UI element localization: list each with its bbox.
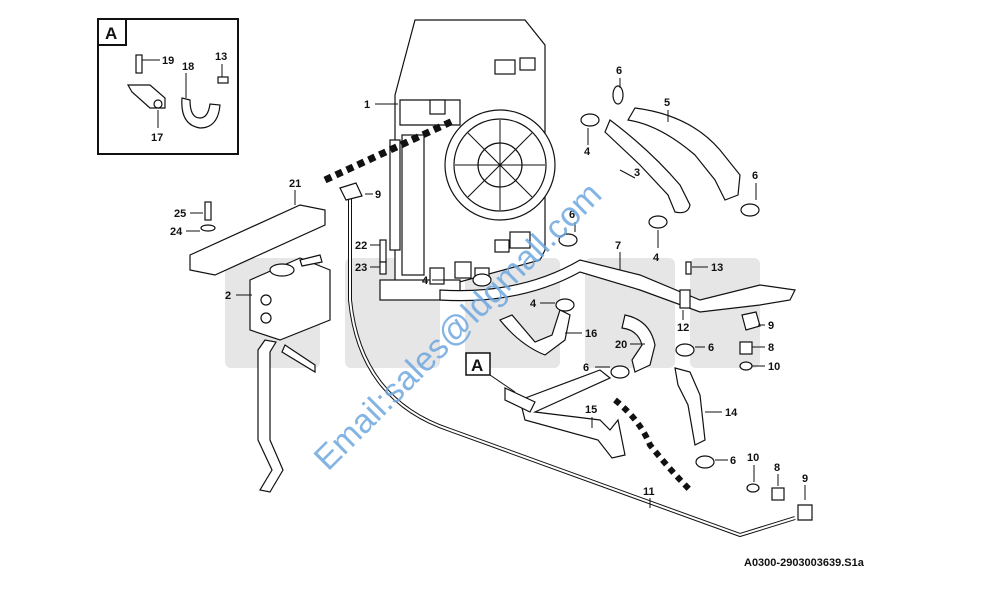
label-22: 22 bbox=[355, 240, 367, 252]
nut-17 bbox=[153, 99, 163, 109]
label-24: 24 bbox=[170, 226, 183, 238]
label-8-lower: 8 bbox=[774, 462, 780, 474]
label-6-bottom: 6 bbox=[730, 455, 736, 467]
label-8-upper: 8 bbox=[768, 342, 774, 354]
label-12: 12 bbox=[677, 322, 689, 334]
label-10-upper: 10 bbox=[768, 361, 780, 373]
expansion-tank-group bbox=[189, 201, 387, 493]
label-13-inset: 13 bbox=[215, 51, 227, 63]
hose-3 bbox=[604, 119, 691, 214]
label-25: 25 bbox=[174, 208, 186, 220]
label-11: 11 bbox=[643, 486, 655, 498]
label-3: 3 bbox=[634, 167, 640, 179]
label-10-lower: 10 bbox=[747, 452, 759, 464]
inset-label: A bbox=[105, 24, 117, 43]
label-7: 7 bbox=[615, 240, 621, 252]
label-5: 5 bbox=[664, 97, 670, 109]
label-13: 13 bbox=[711, 262, 723, 274]
label-9-top: 9 bbox=[375, 189, 381, 201]
callout-a-label: A bbox=[471, 356, 483, 375]
fitting-9-top bbox=[339, 182, 363, 201]
hose-16 bbox=[499, 309, 571, 356]
bracket-a bbox=[504, 387, 536, 413]
fittings-right bbox=[685, 261, 813, 521]
pipe-15 bbox=[519, 369, 626, 459]
washer-24 bbox=[200, 224, 216, 232]
cooler-assembly bbox=[379, 19, 556, 301]
hose-5 bbox=[627, 107, 741, 201]
leader-lines bbox=[186, 78, 806, 508]
label-21: 21 bbox=[289, 178, 301, 190]
bracket-21 bbox=[189, 204, 326, 276]
label-17: 17 bbox=[151, 132, 163, 144]
hose-20 bbox=[621, 314, 656, 373]
callout-labels: 1 2 3 4 4 4 4 5 6 6 6 6 6 6 7 8 8 9 9 9 … bbox=[170, 65, 808, 498]
label-1: 1 bbox=[364, 99, 370, 111]
bolt-25 bbox=[204, 201, 212, 221]
label-14: 14 bbox=[725, 407, 738, 419]
bolt-13 bbox=[217, 76, 229, 84]
label-18: 18 bbox=[182, 61, 194, 73]
bolt-19 bbox=[135, 54, 143, 74]
label-20: 20 bbox=[615, 339, 627, 351]
reference-code: A0300-2903003639.S1a bbox=[744, 557, 865, 569]
label-6-hose15: 6 bbox=[583, 362, 589, 374]
label-6-top: 6 bbox=[616, 65, 622, 77]
clamp-18 bbox=[181, 97, 221, 129]
label-15: 15 bbox=[585, 404, 597, 416]
inset-box-a: A 19 18 13 17 bbox=[97, 18, 239, 155]
label-6-hose20: 6 bbox=[708, 342, 714, 354]
bracket-12 bbox=[679, 289, 691, 309]
label-19: 19 bbox=[162, 55, 174, 67]
hoses-and-pipes bbox=[339, 85, 813, 538]
label-4-left: 4 bbox=[422, 275, 429, 287]
label-6-right: 6 bbox=[752, 170, 758, 182]
label-4-mid: 4 bbox=[653, 252, 660, 264]
label-2: 2 bbox=[225, 290, 231, 302]
label-9-bottom: 9 bbox=[802, 473, 808, 485]
label-16: 16 bbox=[585, 328, 597, 340]
hose-14 bbox=[674, 367, 706, 446]
label-6-center: 6 bbox=[569, 209, 575, 221]
clamps bbox=[472, 85, 760, 469]
pipe-7 bbox=[439, 259, 796, 313]
drain-hose bbox=[257, 339, 284, 493]
bolt-23 bbox=[379, 261, 387, 275]
label-23: 23 bbox=[355, 262, 367, 274]
label-4-lower: 4 bbox=[530, 298, 537, 310]
label-4-upper: 4 bbox=[584, 146, 591, 158]
bolt-22 bbox=[379, 239, 387, 263]
label-9-right: 9 bbox=[768, 320, 774, 332]
callout-a: A bbox=[465, 352, 516, 393]
dashed-hoses bbox=[323, 116, 693, 493]
